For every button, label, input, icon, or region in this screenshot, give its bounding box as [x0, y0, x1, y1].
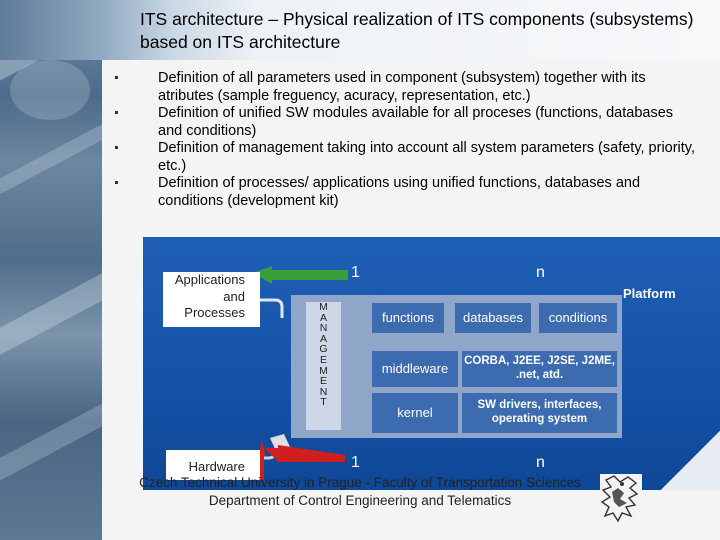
footer-line: Czech Technical University in Prague - F…: [100, 474, 620, 492]
connector-line: [260, 300, 282, 318]
apps-label-line: and: [163, 289, 260, 306]
conditions-cell: conditions: [539, 303, 617, 333]
kernel-desc-cell: SW drivers, interfaces, operating system: [462, 393, 617, 433]
bottom-index-n: n: [536, 454, 545, 472]
apps-label-line: Processes: [163, 305, 260, 322]
top-index-n: n: [536, 264, 545, 282]
management-letter: M: [306, 302, 341, 313]
footer-line: Department of Control Engineering and Te…: [100, 492, 620, 510]
top-index-one: 1: [351, 264, 360, 282]
middleware-desc-cell: CORBA, J2EE, J2SE, J2ME, .net, atd.: [462, 351, 617, 387]
hardware-label: Hardware: [166, 450, 260, 474]
management-letter: T: [306, 397, 341, 408]
apps-label-line: Applications: [163, 272, 260, 289]
platform-label: Platform: [623, 286, 676, 301]
green-arrow-icon: [253, 266, 348, 284]
kernel-cell: kernel: [372, 393, 458, 433]
footer: Czech Technical University in Prague - F…: [100, 474, 620, 510]
databases-cell: databases: [455, 303, 531, 333]
ctu-lion-logo-icon: [600, 474, 642, 524]
functions-cell: functions: [372, 303, 444, 333]
middleware-cell: middleware: [372, 351, 458, 387]
bottom-index-one: 1: [351, 454, 360, 472]
applications-box: Applications and Processes: [163, 272, 260, 327]
management-letter: E: [306, 355, 341, 366]
management-column: M A N A G E M E N T: [306, 302, 341, 430]
